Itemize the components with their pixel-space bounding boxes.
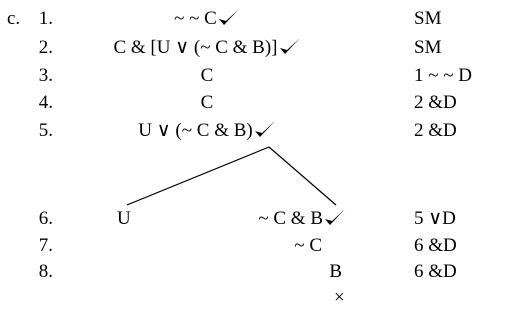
checkmark-icon xyxy=(218,9,239,25)
line-number: 4. xyxy=(38,92,53,113)
closed-branch-mark: × xyxy=(334,287,345,308)
formula: C & [U ∨ (~ C & B)] xyxy=(82,35,332,61)
tree-row-2: 2. C & [U ∨ (~ C & B)] SM xyxy=(0,35,508,61)
formula: C xyxy=(200,65,214,86)
checkmark-icon xyxy=(254,121,275,137)
right-branch-formula: B xyxy=(329,261,342,282)
justification: 1 ~ ~ D xyxy=(414,65,473,86)
checkmark-icon xyxy=(279,38,300,54)
right-branch-formula: ~ C & B xyxy=(258,206,346,232)
justification: 6 &D xyxy=(414,261,457,282)
line-number: 8. xyxy=(38,261,53,282)
justification: 5 ∨D xyxy=(414,208,456,229)
line-number: 7. xyxy=(38,235,53,256)
tree-row-4: 4. C 2 &D xyxy=(0,90,508,116)
tree-row-8: 8. B 6 &D xyxy=(0,259,508,285)
formula: C xyxy=(200,92,214,113)
line-number: 2. xyxy=(38,37,53,58)
tree-row-1: 1. ~ ~ C SM xyxy=(0,6,508,32)
line-number: 5. xyxy=(38,120,53,141)
line-number: 3. xyxy=(38,65,53,86)
left-branch-formula: U xyxy=(117,208,131,229)
line-number: 1. xyxy=(38,8,53,29)
tree-row-3: 3. C 1 ~ ~ D xyxy=(0,63,508,89)
justification: 2 &D xyxy=(414,120,457,141)
formula: ~ ~ C xyxy=(82,6,332,32)
checkmark-icon xyxy=(325,209,345,225)
line-number: 6. xyxy=(38,208,53,229)
right-branch-formula: ~ C xyxy=(294,235,322,256)
right-branch-line xyxy=(268,146,337,206)
tree-row-5: 5. U ∨ (~ C & B) 2 &D xyxy=(0,118,508,144)
tree-row-6: 6. U ~ C & B 5 ∨D xyxy=(0,206,508,232)
justification: SM xyxy=(414,37,442,58)
left-branch-line xyxy=(126,146,270,206)
tree-row-7: 7. ~ C 6 &D xyxy=(0,233,508,259)
exercise-label: c. xyxy=(7,8,21,29)
justification: 2 &D xyxy=(414,92,457,113)
justification: 6 &D xyxy=(414,235,457,256)
justification: SM xyxy=(414,8,442,29)
formula: U ∨ (~ C & B) xyxy=(82,118,332,144)
